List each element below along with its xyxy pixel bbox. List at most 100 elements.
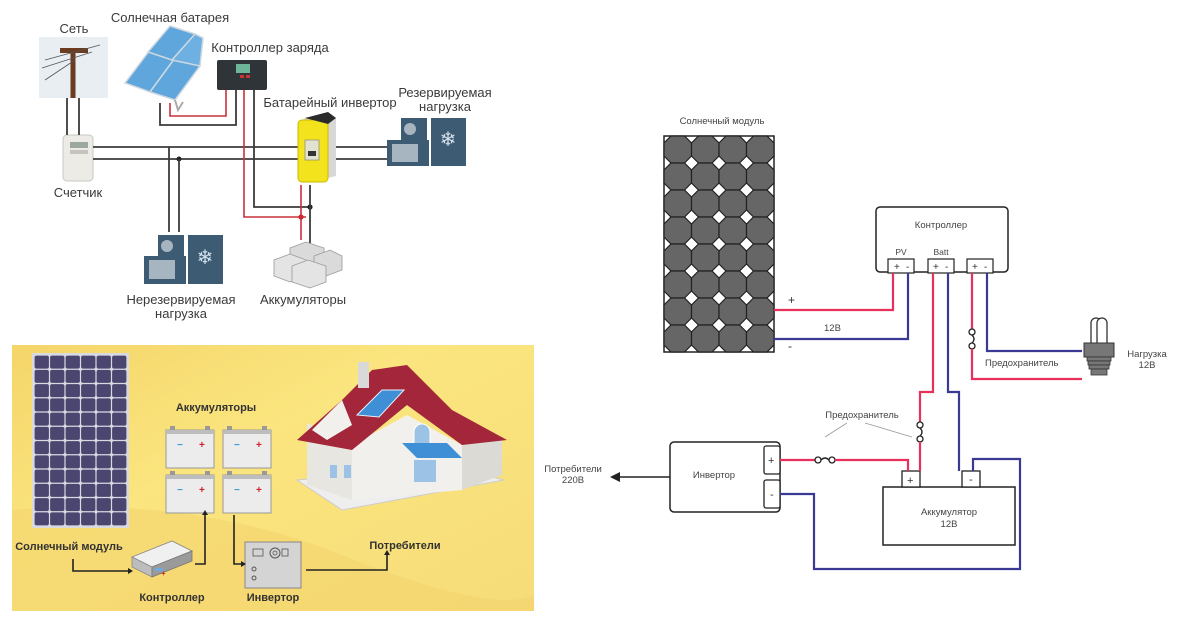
panel-cell bbox=[690, 216, 720, 245]
panel-cell bbox=[96, 369, 111, 383]
controller-terminal-load: + - bbox=[966, 258, 994, 274]
panel-cell bbox=[34, 483, 49, 497]
panel-cell bbox=[718, 297, 748, 326]
pv-positive-wire bbox=[774, 273, 895, 312]
svg-text:-: - bbox=[945, 262, 948, 273]
pv-negative-wire bbox=[774, 273, 910, 341]
panel-cell bbox=[96, 426, 111, 440]
panel-cell bbox=[663, 189, 693, 218]
panel-cell bbox=[718, 324, 748, 353]
panel-cell bbox=[50, 426, 65, 440]
svg-text:❄: ❄ bbox=[440, 127, 457, 151]
panel-cell bbox=[34, 355, 49, 369]
panel-cell bbox=[112, 498, 127, 512]
meter-label: Счетчик bbox=[54, 185, 103, 200]
batt-positive-wire bbox=[918, 273, 935, 422]
svg-text:-: - bbox=[906, 262, 909, 273]
load-positive-wire-lower bbox=[970, 349, 1082, 381]
inverter-negative-wire bbox=[780, 457, 1022, 571]
svg-text:+: + bbox=[768, 455, 774, 467]
panel-plus-sign: + bbox=[788, 293, 795, 307]
panel-cell bbox=[50, 483, 65, 497]
lamp-icon bbox=[1083, 317, 1115, 376]
panel-cell bbox=[65, 469, 80, 483]
panel-cell bbox=[718, 216, 748, 245]
panel-cell bbox=[34, 512, 49, 526]
panel-cell bbox=[112, 369, 127, 383]
svg-text:❄: ❄ bbox=[197, 245, 214, 269]
panel-cell bbox=[65, 441, 80, 455]
off-grid-illustration: Солнечный модуль Аккумуляторы −+−+−+−+ +… bbox=[12, 345, 534, 611]
svg-text:-: - bbox=[969, 474, 973, 486]
off-grid-illustration-svg: Солнечный модуль Аккумуляторы −+−+−+−+ +… bbox=[12, 345, 534, 611]
panel-minus-sign: - bbox=[788, 339, 792, 353]
charge-controller-icon bbox=[217, 60, 267, 90]
panel-cell bbox=[96, 412, 111, 426]
panel-cell bbox=[112, 483, 127, 497]
panel-cell bbox=[65, 483, 80, 497]
panel-cell bbox=[34, 426, 49, 440]
panel-cell bbox=[112, 512, 127, 526]
controller-label: Контроллер bbox=[139, 592, 205, 604]
battery-bank: −+−+−+−+ bbox=[165, 426, 272, 514]
svg-text:+: + bbox=[199, 440, 205, 451]
solar-module-label: Солнечный модуль bbox=[15, 541, 123, 553]
non-backup-load-label-line1: Нерезервируемая bbox=[126, 292, 235, 307]
battery-unit: −+ bbox=[222, 471, 272, 514]
panel-cell bbox=[96, 398, 111, 412]
batteries-label: Аккумуляторы bbox=[260, 292, 346, 307]
non-backup-load-icon: ❄ bbox=[144, 235, 223, 284]
panel-cell bbox=[65, 355, 80, 369]
controller-terminal-batt: + - bbox=[927, 258, 955, 274]
charge-controller-label: Контроллер заряда bbox=[211, 40, 329, 55]
battery-label-line2: 12В bbox=[941, 519, 958, 530]
controller-terminal-pv: + - bbox=[887, 258, 915, 274]
batt-terminal-label: Batt bbox=[933, 247, 949, 257]
svg-text:+: + bbox=[894, 262, 900, 273]
panel-cell bbox=[50, 398, 65, 412]
panel-cell bbox=[112, 384, 127, 398]
battery-box: + - bbox=[882, 470, 1016, 546]
panel-cell bbox=[663, 324, 693, 353]
panel-cell bbox=[745, 270, 775, 299]
panel-cell bbox=[65, 412, 80, 426]
panel-cell bbox=[96, 441, 111, 455]
off-grid-wiring-diagram: Солнечный модуль + - 12В Контроллер PV B… bbox=[540, 100, 1194, 600]
panel-cell bbox=[65, 498, 80, 512]
panel-cell bbox=[34, 441, 49, 455]
panel-cell bbox=[690, 189, 720, 218]
grid-tied-schematic-svg: Сеть Солнечная батарея Контроллер заряда bbox=[39, 10, 492, 321]
flow-arrows bbox=[72, 510, 390, 574]
inverter-box: + - bbox=[669, 441, 781, 513]
panel-cell bbox=[690, 324, 720, 353]
panel-cell bbox=[81, 455, 96, 469]
panel-cell bbox=[663, 162, 693, 191]
svg-text:+: + bbox=[933, 262, 939, 273]
panel-cell bbox=[96, 469, 111, 483]
svg-text:+: + bbox=[972, 262, 978, 273]
batt-negative-wire bbox=[946, 273, 961, 471]
battery-inverter-icon bbox=[297, 112, 336, 183]
panel-cell bbox=[34, 398, 49, 412]
panel-cell bbox=[81, 398, 96, 412]
svg-text:−: − bbox=[234, 485, 240, 496]
backup-load-icon: ❄ bbox=[387, 118, 466, 166]
battery-fuse-label: Предохранитель bbox=[825, 410, 899, 421]
panel-cell bbox=[65, 455, 80, 469]
solar-module-label: Солнечный модуль bbox=[680, 116, 765, 127]
battery-label-line1: Аккумулятор bbox=[921, 507, 977, 518]
panel-cell bbox=[663, 216, 693, 245]
batteries-icon bbox=[273, 241, 343, 289]
panel-cell bbox=[112, 426, 127, 440]
panel-cell bbox=[663, 135, 693, 164]
panel-cell bbox=[50, 498, 65, 512]
panel-cell bbox=[690, 162, 720, 191]
panel-cell bbox=[34, 412, 49, 426]
panel-cell bbox=[745, 243, 775, 272]
grid-tied-solar-schematic: Сеть Солнечная батарея Контроллер заряда bbox=[0, 0, 540, 335]
solar-panels-icon bbox=[123, 25, 204, 113]
panel-cell bbox=[81, 498, 96, 512]
panel-cell bbox=[690, 297, 720, 326]
panel-cell bbox=[718, 135, 748, 164]
solar-module-grid bbox=[663, 135, 775, 353]
